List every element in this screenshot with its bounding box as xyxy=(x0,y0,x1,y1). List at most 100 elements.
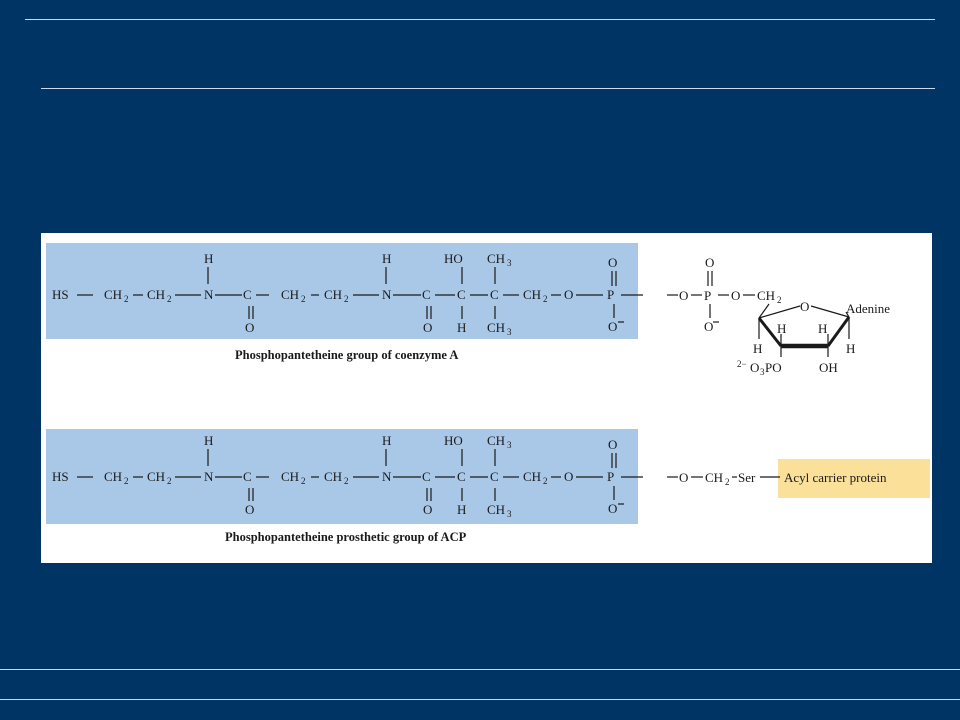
acp-ch2-2: CH xyxy=(147,469,165,484)
coa-adenine-label: Adenine xyxy=(846,301,890,316)
acp-protein-box xyxy=(778,459,930,498)
coa-ch2-3: CH xyxy=(281,287,299,302)
coa-ch2-1-sub: 2 xyxy=(124,294,129,304)
coa-c3-h: H xyxy=(457,320,466,335)
acp-n1-h: H xyxy=(204,433,213,448)
coa-ch2-4-sub: 2 xyxy=(344,294,349,304)
acp-n1: N xyxy=(204,469,214,484)
coa-o-bridge-3: O xyxy=(731,288,740,303)
acp-protein-label: Acyl carrier protein xyxy=(784,470,887,485)
coa-o-bridge-1: O xyxy=(564,287,573,302)
coa-p2-top-o: O xyxy=(705,255,714,270)
coa-n2: N xyxy=(382,287,392,302)
coa-hs: HS xyxy=(52,287,69,302)
coa-extension: O P O O O CH 2 O Adenine H xyxy=(667,255,890,377)
coa-n2-h: H xyxy=(382,251,391,266)
acp-ch2-3-sub: 2 xyxy=(301,476,306,486)
coa-c3: C xyxy=(457,287,466,302)
coa-c4-ch3-top-sub: 3 xyxy=(507,258,512,268)
coa-ch2-1: CH xyxy=(104,287,122,302)
acp-hs: HS xyxy=(52,469,69,484)
coa-p1: P xyxy=(607,287,614,302)
acp-ch2-3: CH xyxy=(281,469,299,484)
acp-caption: Phosphopantetheine prosthetic group of A… xyxy=(225,530,467,544)
acp-c4-ch3-bot: CH xyxy=(487,502,505,517)
acp-ch2-5: CH xyxy=(523,469,541,484)
coa-c4-ch3-top: CH xyxy=(487,251,505,266)
coa-ch2-5-sub: 2 xyxy=(543,294,548,304)
acp-extension: O CH 2 Ser Acyl carrier protein xyxy=(667,470,887,487)
acp-c3: C xyxy=(457,469,466,484)
coa-c1: C xyxy=(243,287,252,302)
coa-n1: N xyxy=(204,287,214,302)
acp-ch2-5-sub: 2 xyxy=(543,476,548,486)
coa-ribose-ch2-sub: 2 xyxy=(777,295,782,305)
coa-o-bridge-2: O xyxy=(679,288,688,303)
acp-n2: N xyxy=(382,469,392,484)
acp-c4-ch3-top-sub: 3 xyxy=(507,440,512,450)
acp-ch-sub: 2 xyxy=(725,477,730,487)
acp-p1-top-o: O xyxy=(608,437,617,452)
coa-ribose-h-right-low: H xyxy=(846,341,855,356)
acp-p1: P xyxy=(607,469,614,484)
acp-n2-h: H xyxy=(382,433,391,448)
coa-ribose-h-left-low: H xyxy=(753,341,762,356)
acp-o-bridge-1: O xyxy=(564,469,573,484)
coa-ch2-4: CH xyxy=(324,287,342,302)
coa-c2-o: O xyxy=(423,320,432,335)
acp-c2-o: O xyxy=(423,502,432,517)
footer-rule-line-lower xyxy=(0,699,960,700)
coa-p-2: P xyxy=(704,288,711,303)
footer-rule-line-upper xyxy=(0,669,960,670)
coa-phosphate-sub: 3 xyxy=(760,367,765,377)
coa-p1-top-o: O xyxy=(608,255,617,270)
coa-p1-bottom-o: O xyxy=(608,319,617,334)
title-rule-line xyxy=(41,88,935,89)
acp-ch2-1: CH xyxy=(104,469,122,484)
acp-o-bridge-2: O xyxy=(679,470,688,485)
coa-phosphate-o: O xyxy=(750,360,759,375)
acp-ch: CH xyxy=(705,470,723,485)
coa-c4-ch3-bot-sub: 3 xyxy=(507,327,512,337)
acp-ch2-4: CH xyxy=(324,469,342,484)
coa-ribose-h-right-up: H xyxy=(818,321,827,336)
acp-c1-o: O xyxy=(245,502,254,517)
acp-ch2-2-sub: 2 xyxy=(167,476,172,486)
acp-c4-ch3-top: CH xyxy=(487,433,505,448)
coa-n1-h: H xyxy=(204,251,213,266)
coa-ribose-oh: OH xyxy=(819,360,838,375)
coa-c1-o: O xyxy=(245,320,254,335)
coa-c2: C xyxy=(422,287,431,302)
coa-ribose-o: O xyxy=(800,299,809,314)
coa-c3-ho: HO xyxy=(444,251,463,266)
coa-ch2-2: CH xyxy=(147,287,165,302)
coa-highlight-box xyxy=(46,243,638,339)
acp-c1: C xyxy=(243,469,252,484)
acp-p1-bottom-o: O xyxy=(608,501,617,516)
coa-phosphate-charge: 2− xyxy=(737,359,747,369)
acp-ser: Ser xyxy=(738,470,756,485)
acp-c4: C xyxy=(490,469,499,484)
acp-ch2-4-sub: 2 xyxy=(344,476,349,486)
coa-ribose-ch2: CH xyxy=(757,288,775,303)
acp-highlight-box xyxy=(46,429,638,524)
coa-ch2-5: CH xyxy=(523,287,541,302)
acp-c3-h: H xyxy=(457,502,466,517)
acp-c4-ch3-bot-sub: 3 xyxy=(507,509,512,519)
coa-c4-ch3-bot: CH xyxy=(487,320,505,335)
acp-c2: C xyxy=(422,469,431,484)
acp-ch2-1-sub: 2 xyxy=(124,476,129,486)
coa-p2-bottom-o: O xyxy=(704,319,713,334)
coa-phosphate-po: PO xyxy=(765,360,782,375)
coa-ribose-h-left-up: H xyxy=(777,321,786,336)
acp-c3-ho: HO xyxy=(444,433,463,448)
coa-ch2-3-sub: 2 xyxy=(301,294,306,304)
coa-caption: Phosphopantetheine group of coenzyme A xyxy=(235,348,458,362)
coa-c4: C xyxy=(490,287,499,302)
coa-ch2-2-sub: 2 xyxy=(167,294,172,304)
top-rule-line xyxy=(25,19,935,20)
